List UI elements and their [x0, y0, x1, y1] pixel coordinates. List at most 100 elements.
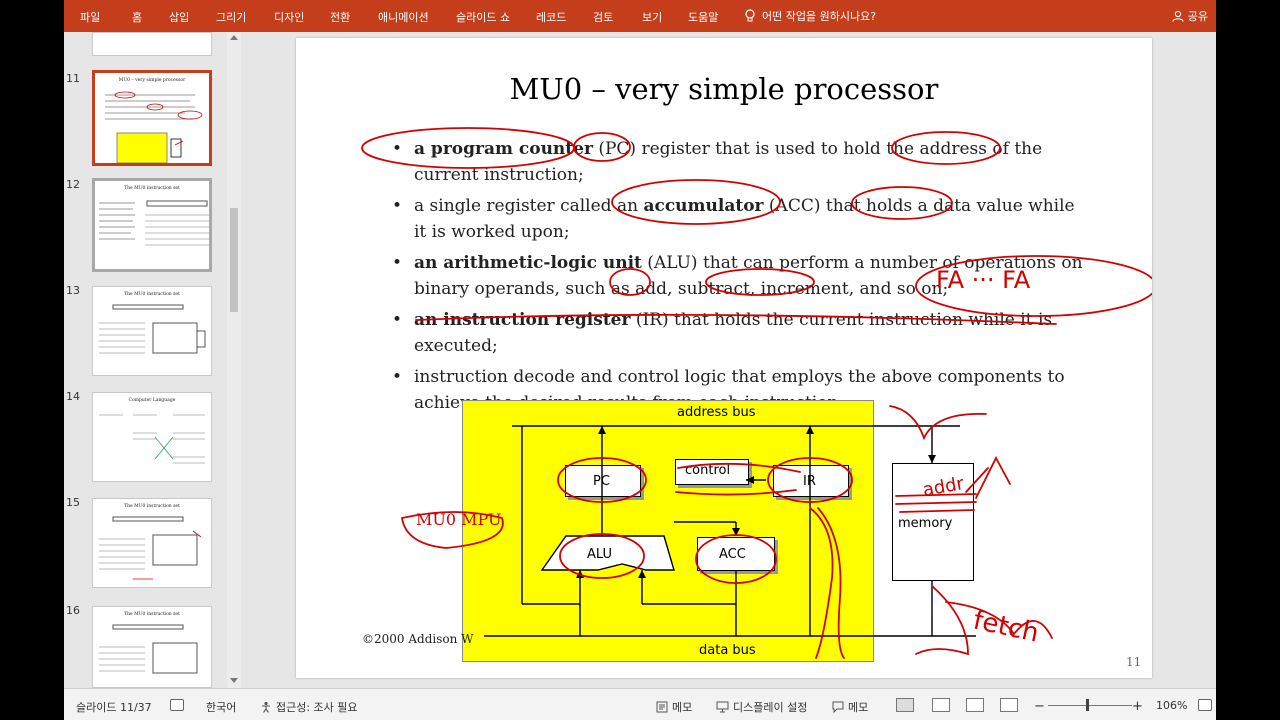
bullet-program-counter: a program counter (PC) register that is … [392, 136, 1092, 188]
comments-label: 메모 [848, 701, 869, 714]
tab-home[interactable]: 홈 [132, 11, 143, 24]
slide-counter[interactable]: 슬라이드 11/37 [76, 701, 152, 714]
thumbnail-number: 12 [66, 178, 80, 191]
tell-me-search[interactable]: 어떤 작업을 원하시나요? [744, 8, 876, 24]
scroll-down-arrow-icon[interactable] [230, 678, 238, 684]
bullet-bold-term: a program counter [414, 139, 593, 159]
display-settings-label: 디스플레이 설정 [733, 701, 808, 714]
control-label: control [685, 463, 731, 478]
acc-label: ACC [719, 547, 746, 562]
tab-file[interactable]: 파일 [80, 11, 101, 24]
slide-check-icon[interactable] [170, 699, 184, 711]
tab-draw[interactable]: 그리기 [216, 11, 247, 24]
normal-view-button[interactable] [896, 698, 914, 712]
thumbnail-preview [99, 624, 198, 674]
fit-to-window-icon[interactable] [1198, 699, 1212, 711]
person-icon [1172, 10, 1184, 22]
thumbnail-number: 16 [66, 604, 80, 617]
language-indicator[interactable]: 한국어 [206, 701, 237, 714]
slide-thumbnail-12[interactable]: The MU0 instruction set [92, 178, 212, 272]
ribbon-tab-bar: 파일 홈 삽입 그리기 디자인 전환 애니메이션 슬라이드 쇼 레코드 검토 보… [64, 0, 1216, 32]
bullet-accumulator: a single register called an accumulator … [392, 193, 1092, 245]
notes-label: 메모 [672, 701, 693, 714]
slide-editor-area: MU0 – very simple processor a program co… [242, 32, 1216, 688]
ir-label: IR [803, 474, 816, 489]
zoom-out-button[interactable]: − [1034, 699, 1045, 714]
lightbulb-icon [745, 9, 755, 22]
notes-button[interactable]: 메모 [656, 699, 692, 715]
comment-icon [832, 701, 844, 713]
thumbnail-number: 14 [66, 390, 80, 403]
copyright-footer: ©2000 Addison W [362, 632, 474, 646]
thumbnail-title: The MU0 instruction set [124, 612, 180, 617]
tell-me-label: 어떤 작업을 원하시나요? [762, 10, 877, 23]
notes-icon [656, 701, 668, 713]
scroll-up-arrow-icon[interactable] [230, 34, 238, 40]
data-bus-label: data bus [699, 643, 756, 658]
status-bar: 슬라이드 11/37 한국어 접근성: 조사 필요 메모 디스플레이 설정 메모… [64, 688, 1216, 720]
thumbnail-title: Computer Language [128, 398, 176, 403]
tab-record[interactable]: 레코드 [536, 11, 567, 24]
bullet-list[interactable]: a program counter (PC) register that is … [392, 136, 1092, 421]
thumbnail-preview [99, 200, 209, 246]
accessibility-icon [262, 701, 270, 713]
slide-sorter-view-button[interactable] [932, 698, 950, 712]
reading-view-button[interactable] [966, 698, 984, 712]
tab-insert[interactable]: 삽입 [169, 11, 190, 24]
zoom-level[interactable]: 106% [1156, 699, 1188, 712]
slide-thumbnail-13[interactable]: The MU0 instruction set [92, 286, 212, 376]
mu0-mpu-annotation: MU0 MPU [416, 510, 502, 529]
slide-thumbnail-16[interactable]: The MU0 instruction set [92, 606, 212, 688]
zoom-slider-thumb[interactable] [1086, 699, 1089, 711]
bullet-text: a single register called an [414, 196, 644, 216]
thumbnail-title: The MU0 instruction set [124, 504, 180, 509]
address-bus-label: address bus [677, 405, 756, 420]
accessibility-status[interactable]: 접근성: 조사 필요 [260, 699, 358, 715]
tab-help[interactable]: 도움말 [688, 11, 719, 24]
accessibility-label: 접근성: 조사 필요 [276, 701, 358, 714]
slide-number: 11 [1126, 655, 1142, 669]
thumbnail-number: 13 [66, 284, 80, 297]
slide-thumbnail-pane: 11 MU0 – very simple processor 12 The MU… [64, 32, 242, 688]
share-label: 공유 [1187, 10, 1208, 23]
bullet-bold-term: an instruction register [414, 310, 631, 330]
slide-title[interactable]: MU0 – very simple processor [509, 72, 939, 106]
mu0-datapath-diagram[interactable]: address bus data bus PC control IR ACC A… [462, 400, 874, 662]
bullet-bold-term: accumulator [643, 196, 764, 216]
thumbnail-scrollbar[interactable] [227, 32, 241, 688]
thumbnail-preview [99, 516, 202, 580]
fetch-annotation: fetch [971, 606, 1042, 649]
slide-thumbnail-10[interactable] [92, 32, 212, 56]
thumbnail-number: 11 [66, 72, 80, 85]
slide-thumbnail-11[interactable]: MU0 – very simple processor [92, 70, 212, 166]
slide-thumbnail-14[interactable]: Computer Language [92, 392, 212, 482]
display-icon [716, 701, 729, 713]
thumbnail-preview [105, 91, 203, 163]
bullet-alu: an arithmetic-logic unit (ALU) that can … [392, 250, 1092, 302]
slideshow-view-button[interactable] [1000, 698, 1018, 712]
powerpoint-window: 파일 홈 삽입 그리기 디자인 전환 애니메이션 슬라이드 쇼 레코드 검토 보… [64, 0, 1216, 720]
scrollbar-thumb[interactable] [230, 208, 238, 312]
thumbnail-title: The MU0 instruction set [124, 186, 180, 191]
tab-transitions[interactable]: 전환 [330, 11, 351, 24]
tab-review[interactable]: 검토 [593, 11, 614, 24]
comments-button[interactable]: 메모 [832, 699, 868, 715]
thumbnail-title: The MU0 instruction set [124, 292, 180, 297]
thumbnail-title: MU0 – very simple processor [118, 78, 186, 83]
zoom-slider-track[interactable] [1048, 705, 1132, 706]
tab-animations[interactable]: 애니메이션 [378, 11, 429, 24]
slide-thumbnail-15[interactable]: The MU0 instruction set [92, 498, 212, 588]
alu-label: ALU [587, 547, 613, 562]
share-button[interactable]: 공유 [1172, 8, 1208, 24]
display-settings-button[interactable]: 디스플레이 설정 [716, 699, 807, 715]
thumbnail-preview [99, 414, 205, 464]
tab-design[interactable]: 디자인 [274, 11, 305, 24]
thumbnail-number: 15 [66, 496, 80, 509]
tab-slideshow[interactable]: 슬라이드 쇼 [456, 11, 511, 24]
memory-label: memory [898, 516, 953, 531]
tab-view[interactable]: 보기 [642, 11, 663, 24]
zoom-in-button[interactable]: + [1132, 699, 1143, 714]
slide-canvas[interactable]: MU0 – very simple processor a program co… [296, 38, 1152, 678]
pc-label: PC [593, 474, 610, 489]
bullet-bold-term: an arithmetic-logic unit [414, 253, 642, 273]
